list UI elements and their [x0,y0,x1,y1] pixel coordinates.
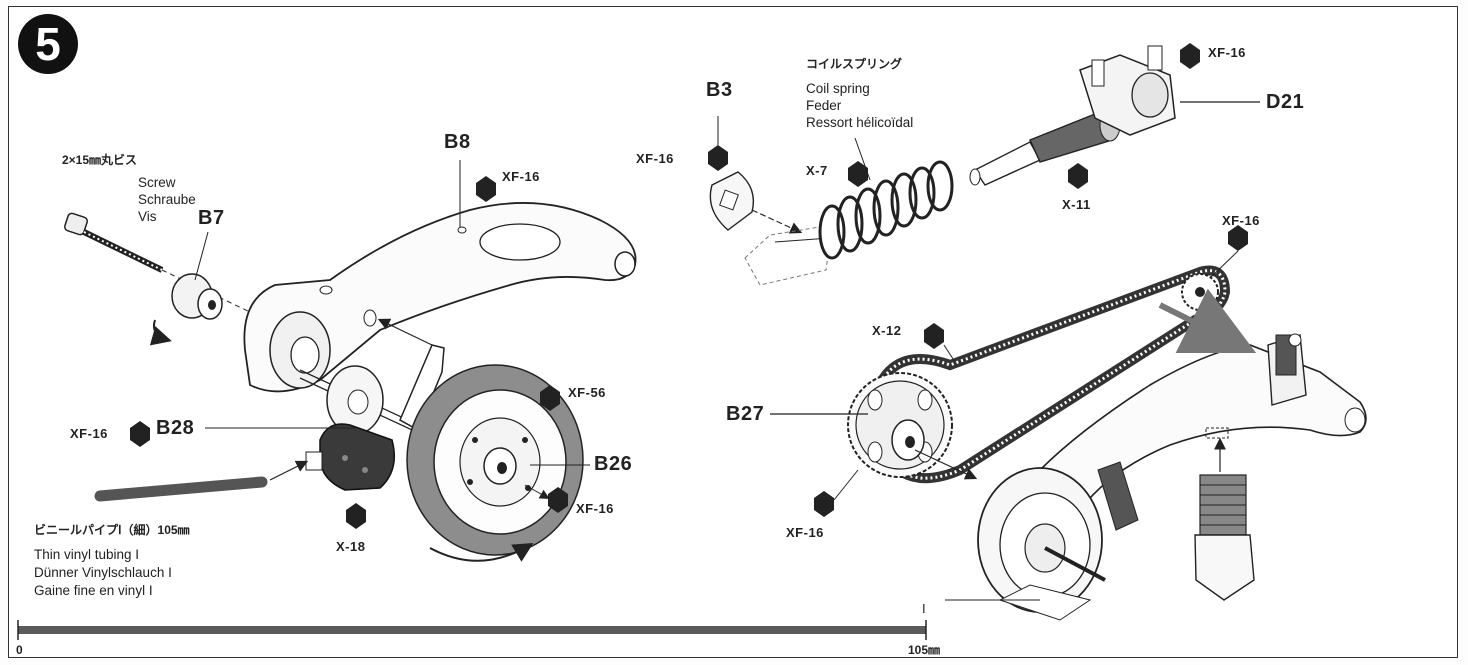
paint-label-x11: X-11 [1062,197,1091,212]
lever-guide-arrow [377,318,433,346]
paint-marker-x12 [924,323,944,349]
screw-label-fr: Vis [138,209,157,224]
vinyl-tube-jp: ビニールパイプⅠ（細）105㎜ [34,523,190,537]
coil-spring-de: Feder [806,98,842,113]
b26-brake-disc [406,364,584,556]
paint-marker-xf16-d21 [1180,43,1200,69]
paint-marker-x7 [848,161,868,187]
part-label-d21: D21 [1266,91,1305,113]
coil-spring-jp: コイルスプリング [806,57,903,71]
rotate-arrow-b7 [149,319,172,346]
scale-bar [18,626,926,634]
paint-marker-xf56 [540,385,560,411]
paint-label-x18: X-18 [336,539,366,554]
coil-spring-part [818,160,954,260]
paint-marker-xf16-b3 [708,145,728,171]
paint-label-xf16-b8: XF-16 [502,169,540,184]
vinyl-tube-fr: Gaine fine en vinyl I [34,583,153,598]
screw-label-de: Schraube [138,192,196,207]
b3-collar [709,171,755,231]
b8-swing-arm [243,202,637,393]
part-label-b8: B8 [444,131,471,153]
paint-label-x7: X-7 [806,163,828,178]
paint-label-xf16-b28: XF-16 [70,426,108,441]
coil-spring-en: Coil spring [806,81,870,96]
front-sprocket [1181,273,1219,311]
rear-shock-absorber [1194,333,1307,601]
paint-marker-xf16-b26 [548,487,568,513]
part-label-b26: B26 [594,453,633,475]
d21-shock-shaft [969,45,1176,186]
rotate-arrow-b26 [429,542,534,562]
screw-label-en: Screw [138,175,176,190]
vinyl-tube-de: Dünner Vinylschlauch I [34,565,172,580]
arm-assembly-arrow [1158,288,1257,354]
part-label-b27: B27 [726,403,765,425]
brake-caliper [305,423,395,491]
scale-marker: I [922,601,926,616]
paint-marker-x18 [346,503,366,529]
screw-part [63,212,164,273]
paint-marker-xf16-b8 [476,176,496,202]
paint-label-xf16-d21: XF-16 [1208,45,1246,60]
scale-start-label: 0 [16,643,23,657]
screw-spec-jp: 2×15㎜丸ビス [62,153,138,167]
part-label-b3: B3 [706,79,733,101]
paint-label-x12: X-12 [872,323,902,338]
b28-spacer [326,365,384,435]
paint-label-xf56: XF-56 [568,385,606,400]
tube-arrow [269,460,309,481]
coil-spring-fr: Ressort hélicoïdal [806,115,914,130]
vinyl-tube [94,476,268,502]
scale-end-label: 105㎜ [908,643,941,657]
b27-rear-sprocket [847,372,953,478]
paint-label-xf16-b26: XF-16 [576,501,614,516]
part-label-b28: B28 [156,417,195,439]
vinyl-tube-en: Thin vinyl tubing I [34,547,140,562]
step-number-badge: 5 [18,14,78,74]
paint-label-xf16-b27: XF-16 [786,525,824,540]
paint-marker-xf16-b27 [814,491,834,517]
paint-label-xf16-sprocket: XF-16 [1222,213,1260,228]
paint-marker-xf16-sprocket [1228,225,1248,251]
rear-wheel-hub [977,461,1139,621]
b3-arrow [751,209,803,234]
paint-marker-x11 [1068,163,1088,189]
paint-marker-xf16-b28 [130,421,150,447]
paint-label-xf16-b3: XF-16 [636,151,674,166]
part-label-b7: B7 [198,207,225,229]
b7-collar [171,273,223,320]
